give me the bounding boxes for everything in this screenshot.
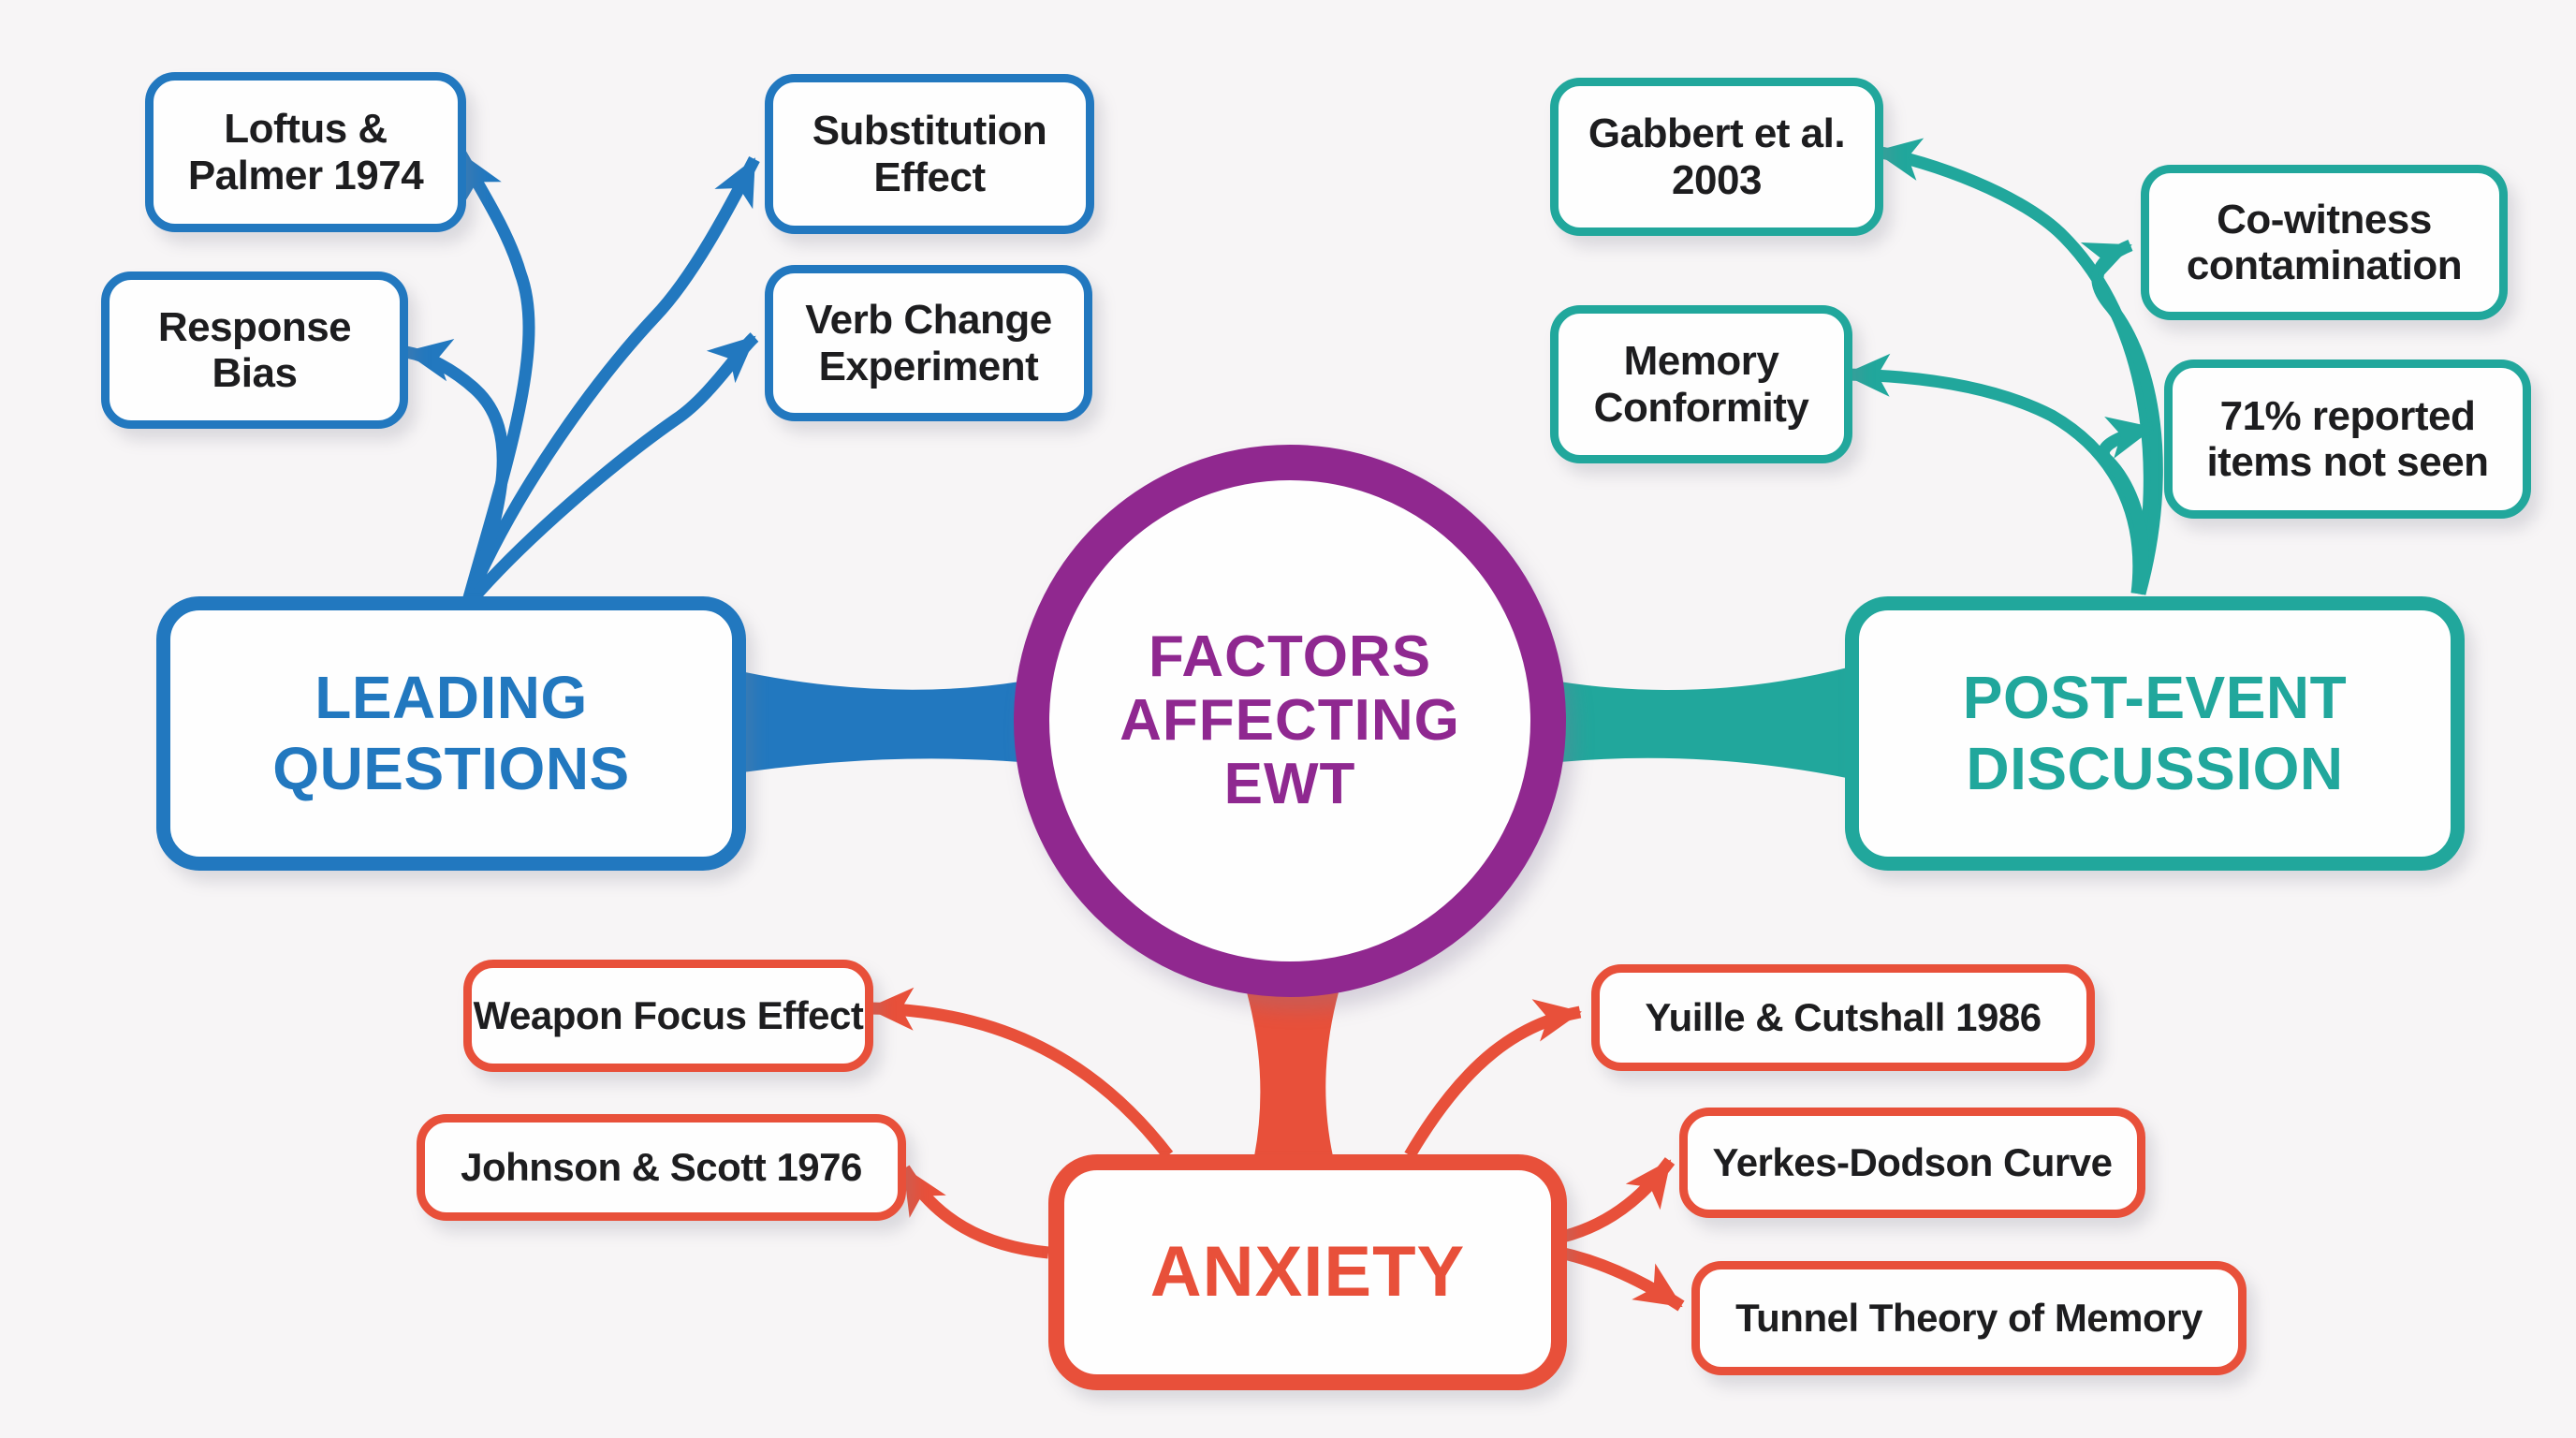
arrow-postevent-to-cowitness bbox=[2080, 239, 2163, 595]
node-71-percent-reported: 71% reported items not seen bbox=[2164, 360, 2531, 519]
node-gabbert-et-al-2003: Gabbert et al. 2003 bbox=[1550, 78, 1883, 236]
node-yerkes-dodson-curve: Yerkes-Dodson Curve bbox=[1679, 1108, 2145, 1218]
node-tunnel-theory-of-memory: Tunnel Theory of Memory bbox=[1691, 1261, 2247, 1375]
arrow-leading-to-response-bias bbox=[404, 338, 509, 603]
node-substitution-effect: Substitution Effect bbox=[765, 74, 1094, 234]
node-johnson-scott-1976: Johnson & Scott 1976 bbox=[417, 1114, 906, 1221]
node-memory-conformity: Memory Conformity bbox=[1550, 305, 1852, 463]
node-weapon-focus-effect: Weapon Focus Effect bbox=[463, 960, 873, 1072]
arrow-postevent-to-71-percent bbox=[2098, 416, 2155, 595]
node-co-witness-contamination: Co-witness contamination bbox=[2141, 165, 2508, 320]
arrow-postevent-to-memory-conformity bbox=[1843, 353, 2145, 594]
branch-leading-questions: LEADING QUESTIONS bbox=[156, 596, 746, 871]
node-yuille-cutshall-1986: Yuille & Cutshall 1986 bbox=[1591, 964, 2095, 1071]
arrow-postevent-to-gabbert bbox=[1874, 138, 2156, 595]
branch-anxiety: ANXIETY bbox=[1048, 1154, 1567, 1390]
branch-post-event-discussion: POST-EVENT DISCUSSION bbox=[1845, 596, 2465, 871]
node-loftus-palmer-1974: Loftus & Palmer 1974 bbox=[145, 72, 466, 232]
arrow-anxiety-to-johnson-scott bbox=[899, 1165, 1049, 1259]
node-response-bias: Response Bias bbox=[101, 271, 408, 429]
trunk-center-to-anxiety bbox=[1247, 992, 1339, 1156]
arrow-leading-to-substitution-effect bbox=[462, 155, 760, 604]
arrow-leading-to-verb-change bbox=[466, 332, 759, 606]
arrow-anxiety-to-yuille-cutshall bbox=[1404, 999, 1582, 1159]
arrow-anxiety-to-weapon-focus bbox=[867, 987, 1174, 1159]
trunk-center-to-leading-questions bbox=[711, 665, 1020, 777]
node-verb-change-experiment: Verb Change Experiment bbox=[765, 265, 1092, 421]
central-topic-factors-affecting-ewt: FACTORS AFFECTING EWT bbox=[1014, 445, 1566, 997]
trunk-center-to-post-event bbox=[1559, 667, 1852, 779]
